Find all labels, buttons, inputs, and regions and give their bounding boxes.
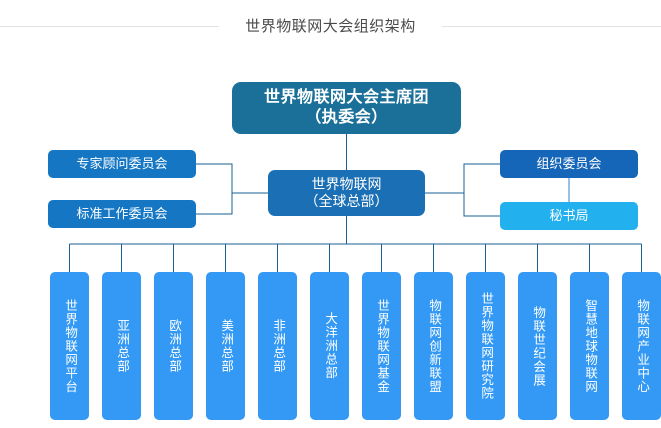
node-branch-11-label: 智慧地球物联网 (583, 298, 598, 394)
node-branch-3[interactable]: 欧洲总部 (154, 272, 193, 420)
node-branch-10-label: 物联世纪会展 (531, 305, 546, 387)
node-branch-12-label: 物联网产业中心 (635, 298, 650, 394)
branch-row: 世界物联网平台 亚洲总部 欧洲总部 美洲总部 非洲总部 大洋洲总部 世界物联网基金 物联网创新… (0, 272, 661, 422)
node-expert-advisory-committee[interactable]: 专家顾问委员会 (48, 150, 196, 178)
node-branch-8-label: 物联网创新联盟 (427, 298, 442, 394)
node-secretariat-label: 秘书局 (549, 208, 589, 224)
node-headquarters-line1: 世界物联网 (311, 175, 382, 192)
node-branch-12[interactable]: 物联网产业中心 (622, 272, 661, 420)
node-presidium[interactable]: 世界物联网大会主席团 （执委会） (232, 82, 461, 134)
header-rule-left (0, 25, 220, 27)
node-organizing-label: 组织委员会 (536, 156, 602, 172)
node-branch-7-label: 世界物联网基金 (375, 298, 390, 394)
node-expert-advisory-label: 专家顾问委员会 (76, 156, 168, 172)
node-presidium-line1: 世界物联网大会主席团 (263, 89, 429, 107)
connector-left-bracket (196, 163, 233, 215)
node-branch-5-label: 非洲总部 (271, 319, 286, 373)
page-title: 世界物联网大会组织架构 (245, 17, 416, 35)
node-branch-7[interactable]: 世界物联网基金 (362, 272, 401, 420)
node-global-headquarters[interactable]: 世界物联网 （全球总部） (268, 170, 425, 216)
header-rule-right (441, 25, 661, 27)
node-headquarters-line2: （全球总部） (304, 193, 389, 209)
connector-right-bracket (463, 163, 500, 217)
node-branch-6-label: 大洋洲总部 (323, 312, 338, 380)
node-presidium-line2: （执委会） (305, 109, 388, 126)
node-branch-9[interactable]: 世界物联网研究院 (466, 272, 505, 420)
node-branch-4[interactable]: 美洲总部 (206, 272, 245, 420)
node-branch-8[interactable]: 物联网创新联盟 (414, 272, 453, 420)
node-branch-2-label: 亚洲总部 (115, 319, 130, 373)
node-secretariat[interactable]: 秘书局 (500, 202, 638, 230)
node-standards-working-committee[interactable]: 标准工作委员会 (48, 200, 196, 228)
node-standards-work-label: 标准工作委员会 (76, 206, 168, 222)
page-header: 世界物联网大会组织架构 (0, 12, 661, 40)
node-branch-3-label: 欧洲总部 (167, 319, 182, 373)
node-branch-5[interactable]: 非洲总部 (258, 272, 297, 420)
node-branch-11[interactable]: 智慧地球物联网 (570, 272, 609, 420)
node-branch-4-label: 美洲总部 (219, 319, 234, 373)
node-branch-1-label: 世界物联网平台 (63, 298, 78, 394)
node-branch-2[interactable]: 亚洲总部 (102, 272, 141, 420)
node-branch-1[interactable]: 世界物联网平台 (50, 272, 89, 420)
node-branch-10[interactable]: 物联世纪会展 (518, 272, 557, 420)
node-branch-6[interactable]: 大洋洲总部 (310, 272, 349, 420)
node-branch-9-label: 世界物联网研究院 (479, 292, 494, 400)
node-organizing-committee[interactable]: 组织委员会 (500, 150, 638, 178)
